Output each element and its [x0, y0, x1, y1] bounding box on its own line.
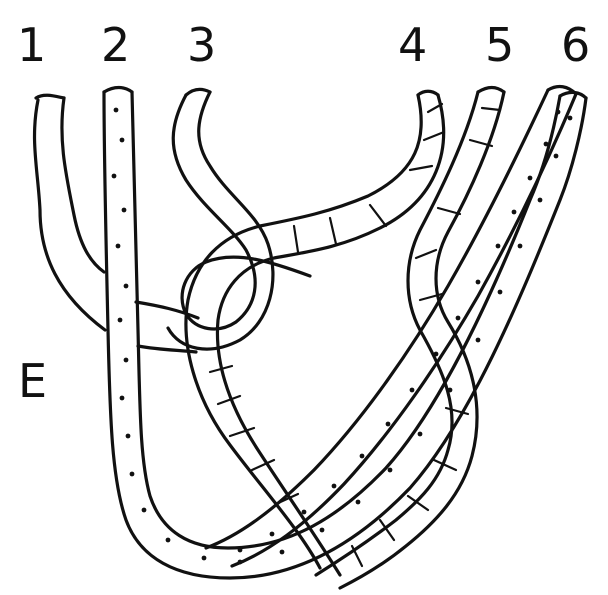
strand-6 [206, 87, 576, 566]
strand-4 [186, 91, 444, 575]
